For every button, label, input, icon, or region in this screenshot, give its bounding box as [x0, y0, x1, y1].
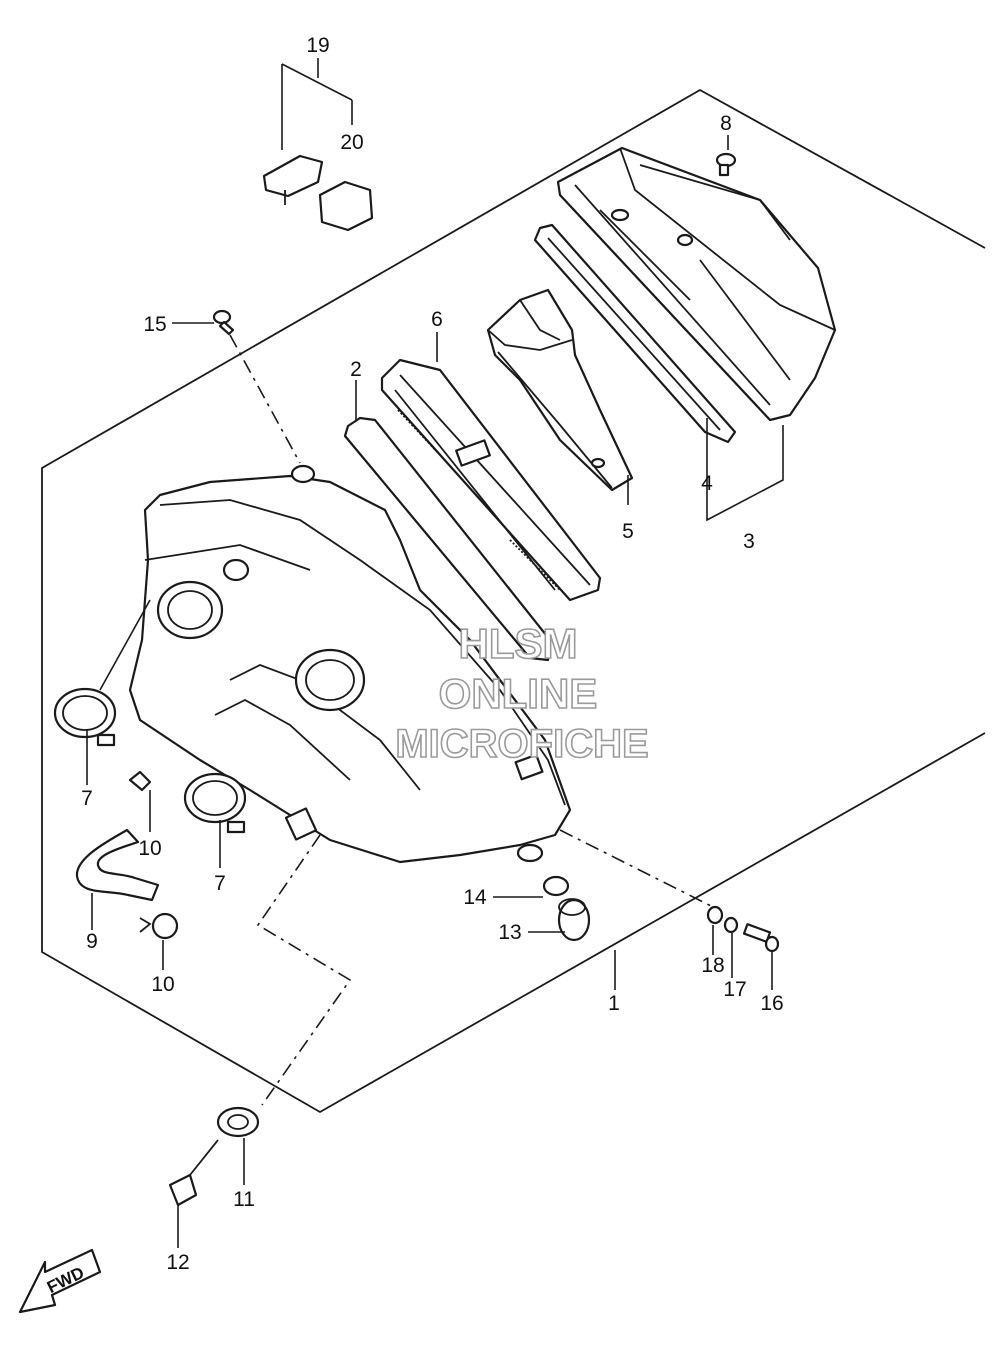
cap-screw-part[interactable] — [715, 152, 737, 177]
hose-clip-lower-part[interactable] — [139, 912, 179, 940]
flat-washer-part[interactable] — [706, 905, 724, 925]
callout-2: 2 — [350, 358, 362, 381]
watermark-line-2: ONLINE — [439, 670, 598, 717]
watermark-line-1: HLSM — [459, 620, 578, 667]
intake-duct-part[interactable] — [486, 288, 634, 492]
air-filter-element-part[interactable] — [380, 358, 602, 602]
forward-direction-arrow-icon: FWD — [18, 1248, 102, 1314]
callout-10-upper: 10 — [138, 837, 161, 860]
callout-16: 18 — [701, 954, 724, 977]
hose-clip-upper-part[interactable] — [128, 770, 152, 792]
callout-4: 4 — [701, 472, 713, 495]
callout-8: 8 — [720, 112, 732, 135]
mounting-bolt-part[interactable] — [742, 923, 780, 953]
callout-9: 9 — [86, 930, 98, 953]
callout-14: 16 — [760, 992, 783, 1015]
air-cleaner-box-part[interactable] — [128, 464, 572, 864]
callout-7-right: 7 — [214, 872, 226, 895]
callout-13: 15 — [143, 313, 166, 336]
grommet-part[interactable] — [216, 1106, 260, 1138]
callout-12: 14 — [463, 886, 487, 909]
air-cleaner-cap-part[interactable] — [556, 146, 837, 422]
callout-7-left: 7 — [81, 787, 93, 810]
callout-5: 5 — [622, 520, 634, 543]
clamp-part-left[interactable] — [53, 687, 117, 747]
callout-11: 13 — [498, 921, 521, 944]
drain-cap-part[interactable] — [557, 898, 591, 942]
callout-19: 12 — [166, 1251, 189, 1274]
callout-17: 19 — [306, 34, 329, 57]
callout-20: 11 — [233, 1188, 255, 1211]
callout-1: 1 — [608, 992, 620, 1015]
cap-gasket-part[interactable] — [533, 223, 737, 444]
watermark-line-3: MICROFICHE — [395, 722, 648, 766]
box-bolt-part[interactable] — [212, 309, 235, 336]
lock-washer-part[interactable] — [723, 916, 739, 934]
callout-10-lower: 10 — [151, 973, 174, 996]
callout-18: 20 — [340, 131, 363, 154]
temperature-sensor-part[interactable] — [168, 1139, 219, 1207]
sensor-cover-part[interactable] — [318, 180, 374, 232]
filter-seal-part[interactable] — [343, 416, 552, 662]
callout-6: 6 — [431, 308, 443, 331]
drain-hose-part[interactable] — [75, 828, 160, 902]
assembly-frame — [41, 88, 986, 1114]
callout-3: 3 — [743, 530, 755, 553]
intake-air-sensor-part[interactable] — [262, 154, 324, 205]
callout-15: 17 — [723, 978, 746, 1001]
clamp-part-right[interactable] — [183, 772, 247, 834]
drain-clamp-part[interactable] — [542, 875, 570, 897]
